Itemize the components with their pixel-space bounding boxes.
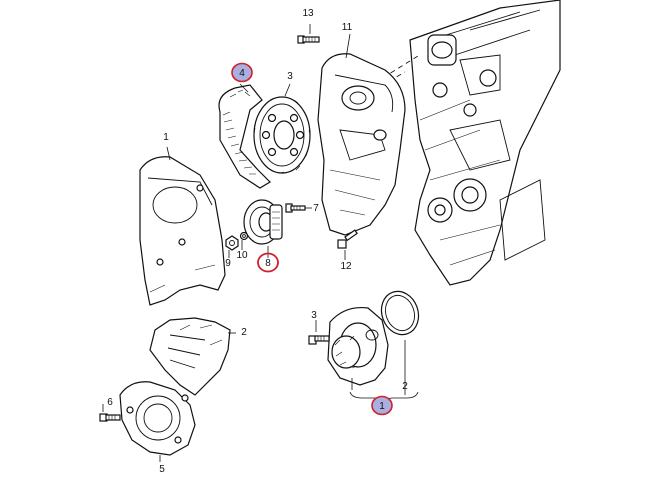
- timing-belt: [218, 84, 271, 189]
- callout-c1b: 1: [371, 395, 393, 416]
- callout-c6: 6: [107, 397, 113, 408]
- pump-bolt-3: [308, 320, 330, 345]
- lower-back-plate: [119, 381, 196, 462]
- callouts: 13 11 4 3 1 7 9 10 8 12 3 2 2 6 5 1: [107, 8, 408, 475]
- callout-c4: 4: [231, 62, 253, 83]
- callout-label: 3: [287, 71, 293, 82]
- callout-c8: 8: [257, 252, 279, 273]
- callout-highlight: [371, 395, 393, 416]
- callout-c9: 9: [225, 258, 231, 269]
- washer-10: [239, 231, 249, 250]
- callout-label: 13: [302, 8, 314, 19]
- callout-label: 6: [107, 397, 113, 408]
- bolt-13: [297, 24, 320, 44]
- callout-c7: 7: [313, 203, 319, 214]
- callout-label: 3: [311, 310, 317, 321]
- callout-c5: 5: [159, 464, 165, 475]
- callout-c3a: 3: [287, 71, 293, 82]
- belt-tensioner: [243, 199, 283, 245]
- callout-highlight: [257, 252, 279, 273]
- callout-c11: 11: [342, 22, 353, 33]
- callout-c2b: 2: [402, 381, 408, 392]
- nut-9: [225, 235, 239, 258]
- callout-label: 8: [265, 258, 271, 269]
- callout-highlight: [231, 62, 253, 83]
- bolt-6: [99, 404, 121, 422]
- camshaft-sprocket: [253, 96, 311, 174]
- lower-cover: [149, 317, 236, 396]
- front-upper-cover: [139, 156, 226, 306]
- callout-c3b: 3: [311, 310, 317, 321]
- o-ring-2: [380, 290, 420, 336]
- bolt-7: [285, 203, 312, 213]
- callout-label: 5: [159, 464, 165, 475]
- callout-label: 9: [225, 258, 231, 269]
- callout-label: 1: [379, 401, 385, 412]
- callout-label: 7: [313, 203, 319, 214]
- bolt-12: [337, 229, 358, 260]
- callout-c13: 13: [302, 8, 314, 19]
- callout-label: 11: [342, 22, 353, 33]
- callout-label: 4: [239, 68, 245, 79]
- callout-label: 2: [402, 381, 408, 392]
- callout-label: 1: [163, 132, 169, 143]
- callout-label: 2: [241, 327, 247, 338]
- callout-c10: 10: [236, 250, 248, 261]
- rear-timing-cover: [317, 53, 406, 236]
- callout-label: 10: [236, 250, 248, 261]
- callout-c1a: 1: [163, 132, 169, 143]
- callout-label: 12: [340, 261, 352, 272]
- water-pump: [327, 306, 389, 386]
- callout-c2a: 2: [241, 327, 247, 338]
- callout-c12: 12: [340, 261, 352, 272]
